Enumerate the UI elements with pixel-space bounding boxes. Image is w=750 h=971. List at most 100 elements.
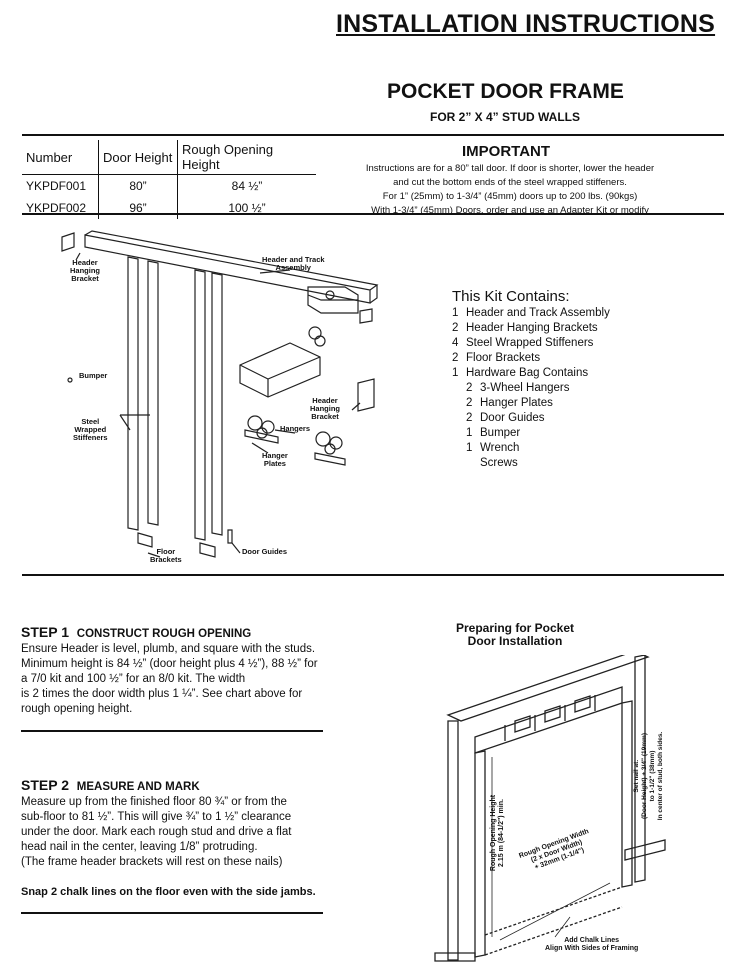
- step2-line: (The frame header brackets will rest on …: [21, 856, 283, 868]
- step1-line: is 2 times the door width plus 1 ¼”. See…: [21, 688, 303, 700]
- important-line: With 1-3/4” (45mm) Doors, order and use …: [371, 205, 649, 216]
- document-title: INSTALLATION INSTRUCTIONS: [336, 10, 716, 38]
- important-line: Instructions are for a 80” tall door. If…: [365, 163, 655, 174]
- stiffener-shape: [127, 256, 139, 531]
- step2-line: Measure up from the finished floor 80 ¾”…: [21, 796, 287, 808]
- stiffener-shape: [194, 269, 206, 541]
- table-cell: 100 ½”: [228, 201, 266, 215]
- step1-heading: STEP 1 CONSTRUCT ROUGH OPENING: [21, 624, 251, 640]
- spec-table: Number Door Height Rough Opening Height …: [22, 140, 316, 219]
- table-header-row: Number Door Height Rough Opening Height: [22, 140, 316, 175]
- section-rule: [22, 574, 724, 576]
- table-row: YKPDF002 96” 100 ½”: [22, 197, 316, 219]
- label-hangers: Hangers: [280, 424, 311, 433]
- kit-item-qty: 1: [466, 427, 473, 439]
- label-header-track-assembly: Header and Track Assembly: [262, 255, 325, 272]
- product-subtitle: FOR 2” X 4” STUD WALLS: [430, 110, 581, 124]
- label-bumper: Bumper: [79, 371, 108, 380]
- kit-item-qty: 1: [466, 442, 473, 454]
- kit-item-name: Screws: [480, 457, 518, 469]
- step1-text: Ensure Header is level, plumb, and squar…: [21, 642, 318, 717]
- parts-diagram: [61, 230, 379, 558]
- stud-shape: [447, 720, 459, 961]
- table-header-cell: Rough Opening Height: [177, 140, 316, 175]
- step1-line: a 7/0 kit and 100 ½” for an 8/0 kit. The…: [21, 673, 246, 685]
- table-header-cell: Door Height: [98, 140, 178, 175]
- label-header-hanging-bracket: Header Hanging Bracket: [70, 258, 100, 283]
- kit-item: Screws: [452, 456, 610, 471]
- kit-item-name: Header and Track Assembly: [466, 307, 610, 319]
- kit-item: 1 Wrench: [452, 441, 610, 456]
- step2-label: STEP 2: [21, 777, 69, 793]
- stud-shape: [621, 700, 633, 888]
- kit-heading: This Kit Contains:: [452, 288, 570, 305]
- label-chalk-lines: Add Chalk Lines Align With Sides of Fram…: [545, 937, 639, 952]
- step1-line: Minimum height is 84 ½” (door height plu…: [21, 658, 318, 670]
- kit-item-qty: 2: [466, 397, 473, 409]
- important-notes: Instructions are for a 80” tall door. If…: [330, 162, 690, 218]
- kit-item: 2 Hanger Plates: [452, 396, 610, 411]
- step2-line: sub-floor to 81 ½”. This will give ¾” to…: [21, 811, 292, 823]
- label-steel-wrapped-stiffeners: Steel Wrapped Stiffeners: [73, 417, 108, 442]
- kit-item-qty: 1: [452, 307, 459, 319]
- kit-item-qty: 1: [452, 367, 459, 379]
- step2-note: Snap 2 chalk lines on the floor even wit…: [21, 886, 316, 898]
- step2-heading: STEP 2 MEASURE AND MARK: [21, 777, 200, 793]
- step2-line: head nail in the center, leaving 1/8” pr…: [21, 841, 258, 853]
- stiffener-shape: [147, 260, 159, 526]
- table-cell: YKPDF001: [22, 174, 99, 197]
- product-title: POCKET DOOR FRAME: [387, 80, 624, 103]
- kit-item-name: Bumper: [480, 427, 521, 439]
- top-plate-shape: [446, 655, 650, 722]
- framing-diagram-title: Preparing for Pocket Door Installation: [455, 621, 575, 648]
- kit-item-qty: 2: [466, 382, 473, 394]
- kit-item-qty: 4: [452, 337, 459, 349]
- table-cell: 84 ½”: [231, 179, 263, 193]
- important-heading: IMPORTANT: [462, 143, 551, 160]
- kit-item-name: Floor Brackets: [466, 352, 541, 364]
- framing-diagram: [434, 655, 666, 962]
- important-line: For 1” (25mm) to 1-3/4” (45mm) doors up …: [382, 191, 638, 202]
- kit-item: 2 Header Hanging Brackets: [452, 321, 610, 336]
- table-cell: 96”: [98, 197, 178, 219]
- label-door-guides: Door Guides: [242, 547, 288, 556]
- kit-item-qty: 2: [466, 412, 473, 424]
- step1-title: CONSTRUCT ROUGH OPENING: [76, 628, 252, 640]
- kit-item-name: Header Hanging Brackets: [466, 322, 598, 334]
- label-header-hanging-bracket-2: Header Hanging Bracket: [310, 396, 340, 421]
- header-piece-shape: [239, 342, 321, 398]
- kit-item: 1 Header and Track Assembly: [452, 306, 610, 321]
- kit-item: 2 Door Guides: [452, 411, 610, 426]
- stud-shape: [634, 655, 646, 883]
- step2-title: MEASURE AND MARK: [76, 781, 200, 793]
- step2-line: under the door. Mark each rough stud and…: [21, 826, 292, 838]
- kit-item: 1 Bumper: [452, 426, 610, 441]
- header-shape: [474, 686, 623, 754]
- kit-item: 4 Steel Wrapped Stiffeners: [452, 336, 610, 351]
- step-rule: [21, 912, 323, 914]
- stiffener-shape: [211, 272, 223, 536]
- header-hanging-bracket-shape: [61, 232, 75, 252]
- table-cell: 80”: [98, 174, 178, 197]
- step1-label: STEP 1: [21, 624, 69, 640]
- table-row: YKPDF001 80” 84 ½”: [22, 174, 316, 197]
- kit-item-qty: 2: [452, 322, 459, 334]
- label-hanger-plates: Hanger Plates: [262, 451, 288, 468]
- important-line: and cut the bottom ends of the steel wra…: [393, 177, 627, 188]
- step2-text: Measure up from the finished floor 80 ¾”…: [21, 795, 291, 870]
- kit-item-name: Door Guides: [480, 412, 545, 424]
- kit-item-name: Wrench: [480, 442, 520, 454]
- table-header-cell: Number: [22, 140, 99, 175]
- step1-line: rough opening height.: [21, 703, 133, 715]
- kit-item-name: Steel Wrapped Stiffeners: [466, 337, 594, 349]
- label-floor-brackets: Floor Brackets: [150, 547, 182, 564]
- table-cell: YKPDF002: [22, 197, 99, 219]
- section-rule: [22, 213, 724, 215]
- kit-item-name: Hanger Plates: [480, 397, 553, 409]
- kit-list: 1 Header and Track Assembly 2 Header Hangin…: [452, 306, 610, 471]
- step-rule: [21, 730, 323, 732]
- top-rule: [22, 134, 724, 136]
